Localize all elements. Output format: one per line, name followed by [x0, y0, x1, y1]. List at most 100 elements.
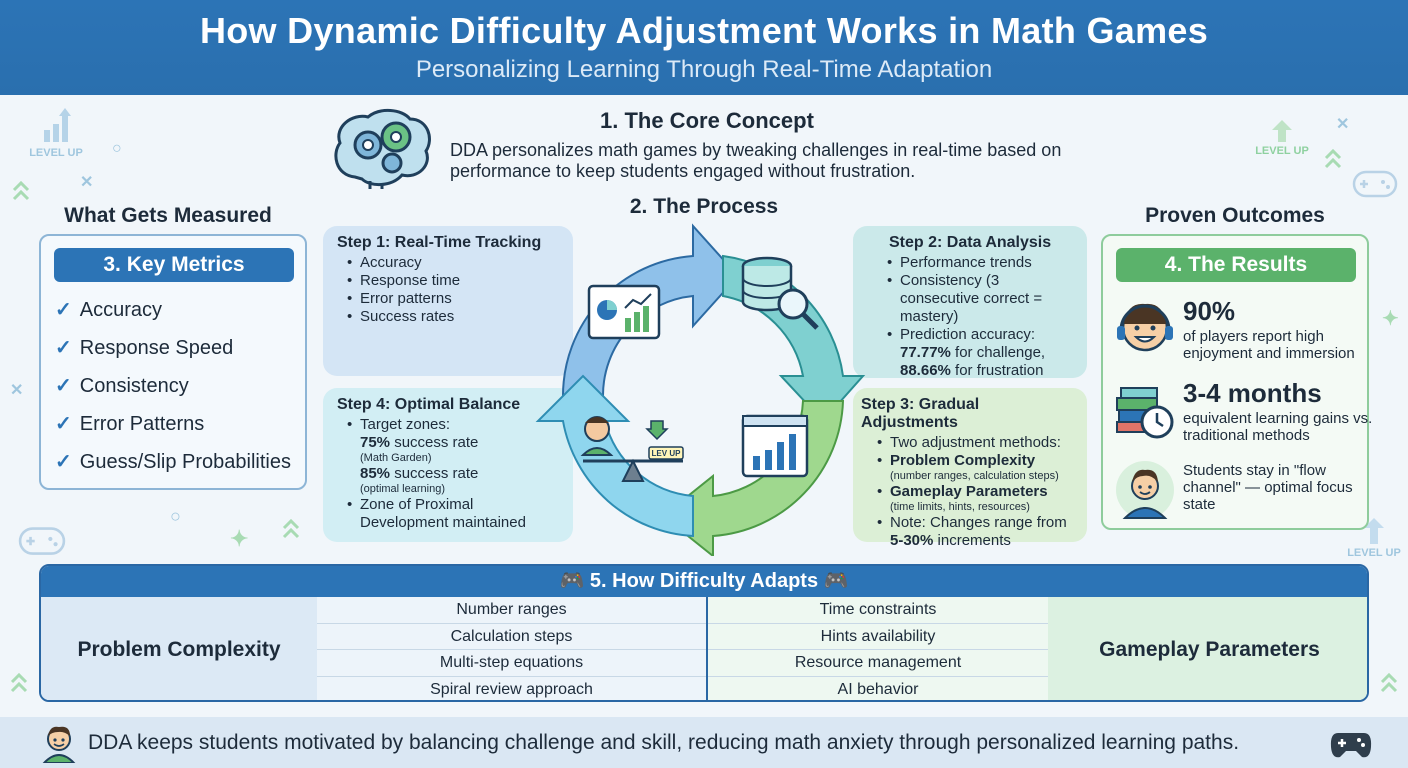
- database-search-icon: [741, 256, 819, 330]
- method-1-detail: (number ranges, calculation steps): [890, 470, 1059, 482]
- step-1-item: Error patterns: [347, 290, 559, 308]
- student-icon: [1116, 461, 1174, 519]
- step-2-item: Prediction accuracy: 77.77% for challeng…: [887, 326, 1073, 380]
- adapt-cell: Multi-step equations: [317, 650, 706, 677]
- metric-label: Accuracy: [79, 299, 163, 321]
- cross-sparkle-icon: ✕: [10, 382, 24, 399]
- step-1-title: Step 1: Real-Time Tracking: [337, 234, 542, 251]
- level-up-deco-left: LEVEL UP: [26, 108, 86, 159]
- results-heading: Proven Outcomes: [1145, 204, 1325, 227]
- adapt-cell: Hints availability: [708, 624, 1048, 650]
- zone-2-label: success rate: [390, 465, 479, 482]
- prediction-challenge-value: 77.77%: [900, 344, 951, 361]
- metric-item: ✓ Accuracy: [55, 296, 291, 334]
- results-pill: 4. The Results: [1116, 248, 1356, 282]
- adapt-cell: Resource management: [708, 650, 1048, 677]
- process-cycle-diagram: LEV UP: [535, 223, 866, 556]
- check-icon: ✓: [55, 375, 72, 397]
- method-2-title: Gameplay Parameters: [890, 483, 1048, 500]
- step-4-item: Zone of Proximal Development maintained: [347, 496, 547, 532]
- gamepad-icon: [18, 527, 66, 555]
- footer: DDA keeps students motivated by balancin…: [0, 717, 1408, 768]
- method-2-detail: (time limits, hints, resources): [890, 501, 1030, 513]
- cycle-arrow-balance: [535, 374, 694, 538]
- adapt-cell: Spiral review approach: [430, 680, 593, 698]
- prediction-challenge-label: for challenge,: [950, 344, 1046, 361]
- step-1-item: Success rates: [347, 308, 559, 326]
- metric-item: ✓ Response Speed: [55, 334, 291, 372]
- metric-item: ✓Consistency: [55, 372, 291, 410]
- level-up-deco-right: LEVEL UP: [1252, 120, 1312, 157]
- gamepad-icon: 🎮: [818, 570, 849, 592]
- adapt-cell: Number ranges: [317, 597, 706, 624]
- step-2-box: Step 2: Data Analysis Performance trends…: [853, 226, 1087, 380]
- core-concept: 1. The Core Concept DDA personalizes mat…: [330, 105, 1090, 190]
- difficulty-adapts-table: 🎮 5. How Difficulty Adapts 🎮 Problem Com…: [39, 564, 1369, 702]
- result-1-value: 90%: [1183, 296, 1236, 326]
- note-value: 5-30%: [890, 532, 934, 549]
- results-panel: 4. The Results 90% of players report hig…: [1101, 234, 1372, 530]
- key-metrics-panel: 3. Key Metrics ✓ Accuracy ✓ Response Speed…: [39, 234, 307, 490]
- key-metrics-pill: 3. Key Metrics: [54, 248, 294, 282]
- metric-label: Guess/Slip Probabilities: [79, 451, 291, 473]
- cycle-arrow-tracking: [561, 223, 740, 397]
- result-enjoyment: 90% of players report high enjoyment and…: [1115, 296, 1365, 366]
- gameplay-parameters-label: Gameplay Parameters: [1048, 597, 1367, 700]
- adapt-cell: Time constraints: [708, 597, 1048, 624]
- adapt-title: 5. How Difficulty Adapts: [589, 570, 819, 592]
- check-icon: ✓: [55, 337, 72, 359]
- adapt-header: 🎮 5. How Difficulty Adapts 🎮: [41, 566, 1367, 597]
- result-learning-gains: 3-4 months equivalent learning gains vs.…: [1115, 378, 1372, 444]
- metric-item: ✓Error Patterns: [55, 410, 291, 448]
- result-1-text: of players report high enjoyment and imm…: [1183, 328, 1355, 362]
- chevrons-up-icon: [282, 518, 300, 539]
- metric-label: Response Speed: [79, 337, 234, 359]
- step-2-item: Performance trends: [887, 254, 1073, 272]
- chevrons-up-icon: [1324, 148, 1342, 169]
- result-2-value: 3-4 months: [1183, 378, 1322, 408]
- dashboard-icon: [587, 284, 661, 340]
- step-3-box: Step 3: Gradual Adjustments Two adjustme…: [853, 388, 1087, 549]
- level-up-label: LEVEL UP: [1255, 145, 1309, 157]
- step-3-item: Problem Complexity (number ranges, calcu…: [877, 452, 1073, 483]
- level-up-label: LEVEL UP: [1347, 547, 1401, 559]
- plus-sparkle-icon: ✦: [230, 526, 249, 551]
- bar-chart-icon: [44, 108, 71, 142]
- step-3-item: Two adjustment methods:: [877, 434, 1073, 452]
- zone-1-value: 75%: [360, 434, 391, 451]
- circle-sparkle-icon: ○: [112, 140, 122, 157]
- step-4-item: Target zones: 75% success rate (Math Gar…: [347, 416, 559, 496]
- adapt-cell: Calculation steps: [317, 624, 706, 650]
- plus-sparkle-icon: ✦: [1382, 308, 1399, 330]
- level-up-deco-bottom: LEVEL UP: [1344, 518, 1404, 559]
- check-icon: ✓: [55, 451, 72, 473]
- core-title: 1. The Core Concept: [600, 108, 814, 133]
- step-3-title: Step 3: Gradual Adjustments: [861, 396, 980, 431]
- metric-item: ✓ Guess/Slip Probabilities: [55, 448, 291, 486]
- chevrons-up-icon: [10, 672, 28, 693]
- level-up-badge: LEV UP: [652, 449, 682, 458]
- step-2-prediction-label: Prediction accuracy:: [900, 326, 1036, 343]
- problem-complexity-label: Problem Complexity: [41, 597, 317, 700]
- prediction-frustration-value: 88.66%: [900, 362, 951, 379]
- step-3-item: Gameplay Parameters (time limits, hints,…: [877, 483, 1073, 514]
- step-2-title: Step 2: Data Analysis: [889, 234, 1052, 251]
- happy-gamer-icon: [1117, 303, 1173, 352]
- student-icon: [42, 726, 76, 763]
- result-flow-state: Students stay in "flow channel" — optima…: [1115, 460, 1365, 520]
- step-1-box: Step 1: Real-Time Tracking Accuracy Resp…: [323, 226, 573, 376]
- page-title: How Dynamic Difficulty Adjustment Works …: [199, 10, 1209, 51]
- gamepad-icon: [1352, 170, 1398, 198]
- note-label: Note: Changes range from: [890, 514, 1067, 531]
- result-2-text: equivalent learning gains vs. traditiona…: [1183, 410, 1373, 444]
- chevrons-up-icon: [12, 180, 30, 201]
- metrics-heading: What Gets Measured: [64, 204, 272, 227]
- zone-1-label: success rate: [390, 434, 479, 451]
- balance-scale-icon: LEV UP: [580, 416, 684, 482]
- check-icon: ✓: [55, 299, 72, 321]
- note-tail: increments: [933, 532, 1011, 549]
- gamepad-icon: [1330, 733, 1372, 758]
- arrow-up-icon: [1364, 518, 1384, 544]
- result-3-text: Students stay in "flow channel" — optima…: [1183, 462, 1353, 513]
- adapt-cell: AI behavior: [837, 680, 919, 698]
